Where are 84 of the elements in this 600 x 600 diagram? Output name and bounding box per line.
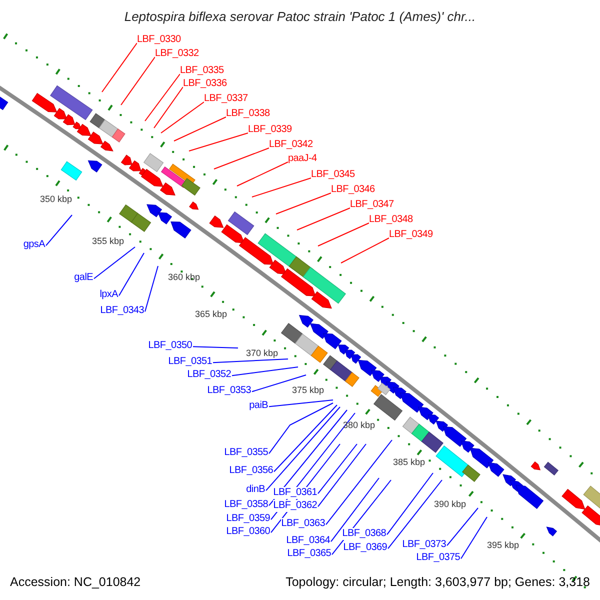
leader-line bbox=[326, 440, 392, 526]
map-title: Leptospira biflexa serovar Patoc strain 'Patoc 1 (Ames)' chr... bbox=[123, 9, 477, 25]
gene-label: gpsA bbox=[23, 239, 45, 251]
leader-line bbox=[94, 246, 136, 280]
leader-line bbox=[386, 472, 434, 536]
scale-label: 395 kbp bbox=[487, 540, 520, 550]
leader-line bbox=[160, 102, 204, 134]
leader-line bbox=[266, 406, 340, 492]
leader-line bbox=[252, 374, 306, 392]
gene-label: LBF_0352 bbox=[187, 369, 231, 381]
scale-label: 365 kbp bbox=[195, 309, 228, 319]
gene-label: LBF_0337 bbox=[204, 93, 248, 105]
gene-label: LBF_0343 bbox=[100, 305, 144, 317]
leader-line bbox=[446, 508, 478, 546]
leader-line bbox=[188, 132, 248, 152]
leader-line bbox=[144, 266, 158, 312]
scale-label: 355 kbp bbox=[92, 236, 124, 246]
gene-label: LBF_0363 bbox=[281, 518, 325, 530]
gene-label: LBF_0362 bbox=[273, 500, 317, 512]
gene-label: paiB bbox=[249, 400, 268, 412]
leader-line bbox=[214, 148, 270, 170]
gene-label: LBF_0375 bbox=[416, 552, 460, 564]
gene-label: LBF_0350 bbox=[148, 340, 192, 352]
gene-label: LBF_0353 bbox=[207, 385, 251, 397]
leader-line bbox=[318, 222, 370, 246]
footer-note: Topology: circular; Length: 3,603,977 bp; Genes: 3,318 bbox=[286, 575, 590, 590]
gene-label: LBF_0332 bbox=[155, 48, 199, 60]
gene-label: LBF_0335 bbox=[180, 65, 224, 77]
leader-line bbox=[154, 86, 184, 128]
leader-line bbox=[192, 346, 238, 348]
leader-line bbox=[46, 214, 72, 246]
gene-label: LBF_0361 bbox=[273, 487, 317, 499]
scale-label: 370 kbp bbox=[246, 348, 278, 358]
footer-note: Accession: NC_010842 bbox=[10, 575, 141, 590]
leader-line bbox=[268, 400, 334, 408]
gene-label: LBF_0351 bbox=[168, 356, 212, 368]
leader-line bbox=[120, 56, 156, 106]
leader-line bbox=[340, 238, 390, 264]
gene-label: LBF_0345 bbox=[311, 169, 355, 181]
gene-label: LBF_0349 bbox=[389, 229, 433, 241]
scale-label: 350 kbp bbox=[40, 194, 72, 204]
scale-label: 385 kbp bbox=[393, 457, 426, 467]
leader-line bbox=[330, 478, 380, 542]
scale-label: 390 kbp bbox=[434, 499, 466, 509]
leader-line bbox=[268, 410, 348, 506]
leader-line bbox=[274, 404, 338, 472]
leader-line bbox=[232, 366, 298, 376]
leader-line bbox=[252, 178, 312, 198]
gene-label: LBF_0365 bbox=[287, 548, 331, 560]
gene-label: LBF_0368 bbox=[342, 528, 386, 540]
gene-label: LBF_0336 bbox=[183, 78, 227, 90]
gene-label: LBF_0346 bbox=[331, 184, 375, 196]
scale-label: 375 kbp bbox=[292, 385, 324, 395]
leader-line bbox=[102, 42, 138, 92]
gene-label: LBF_0339 bbox=[248, 124, 292, 136]
leader-line bbox=[460, 516, 488, 560]
gene-label: lpxA bbox=[100, 289, 118, 301]
gene-label: LBF_0364 bbox=[286, 535, 330, 547]
leader-line bbox=[144, 74, 180, 122]
gene-label: LBF_0342 bbox=[269, 139, 313, 151]
scale-label: 360 kbp bbox=[168, 272, 200, 282]
leader-line bbox=[318, 444, 358, 494]
gene-label: LBF_0359 bbox=[226, 513, 270, 525]
leader-line bbox=[268, 402, 334, 454]
gene-label: LBF_0369 bbox=[343, 542, 387, 554]
gene-label: galE bbox=[74, 272, 93, 284]
leader-line bbox=[276, 192, 332, 214]
leader-line bbox=[388, 480, 442, 550]
gene-label: LBF_0338 bbox=[226, 108, 270, 120]
gene-label: LBF_0330 bbox=[137, 34, 181, 46]
gene-label: LBF_0355 bbox=[224, 447, 268, 459]
gene-label: paaJ-4 bbox=[288, 153, 317, 165]
leader-line bbox=[318, 444, 366, 508]
leader-line bbox=[212, 358, 288, 364]
gene-label: LBF_0356 bbox=[229, 465, 273, 477]
leader-line bbox=[174, 116, 226, 142]
gene-label: LBF_0373 bbox=[402, 539, 446, 551]
gene-label: LBF_0358 bbox=[224, 499, 268, 511]
leader-line bbox=[118, 252, 144, 296]
leader-line bbox=[296, 208, 350, 230]
gene-label: LBF_0360 bbox=[226, 526, 270, 538]
gene-label: LBF_0347 bbox=[350, 199, 394, 211]
leader-line bbox=[236, 162, 288, 186]
gene-label: LBF_0348 bbox=[369, 214, 413, 226]
